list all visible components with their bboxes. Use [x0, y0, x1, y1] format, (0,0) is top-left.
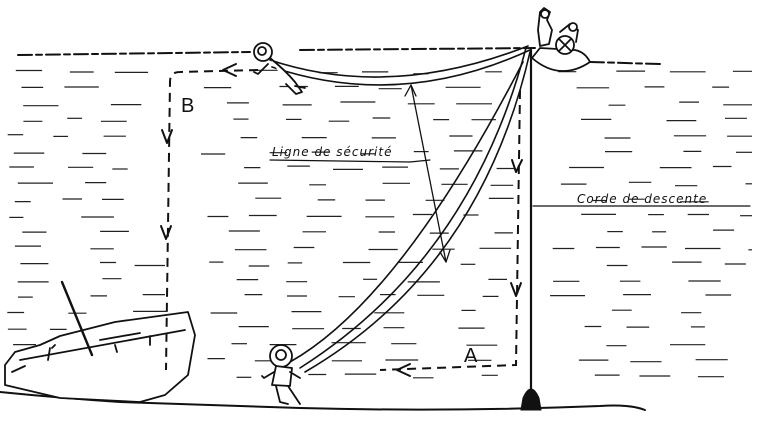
- diver-swimming-icon: [253, 42, 306, 95]
- route-b-path: [160, 63, 259, 371]
- diver-walking-icon: [261, 344, 301, 405]
- boat-with-crew-icon: [531, 7, 591, 72]
- anchor-weight-icon: [520, 388, 542, 411]
- span-arrow: [404, 84, 451, 263]
- route-a-path: [379, 89, 523, 377]
- safety-line-callout: Ligne de sécurité: [269, 145, 431, 163]
- descent-rope: [520, 48, 542, 411]
- descent-rope-label: Corde de descente: [577, 192, 707, 206]
- water-surface: [17, 47, 661, 65]
- wreck-icon: [4, 280, 196, 403]
- safety-line: [269, 45, 531, 373]
- safety-line-label: Ligne de sécurité: [272, 145, 392, 159]
- route-a-label: A: [464, 345, 478, 367]
- route-b-label: B: [181, 95, 194, 117]
- descent-rope-callout: Corde de descente: [532, 192, 751, 207]
